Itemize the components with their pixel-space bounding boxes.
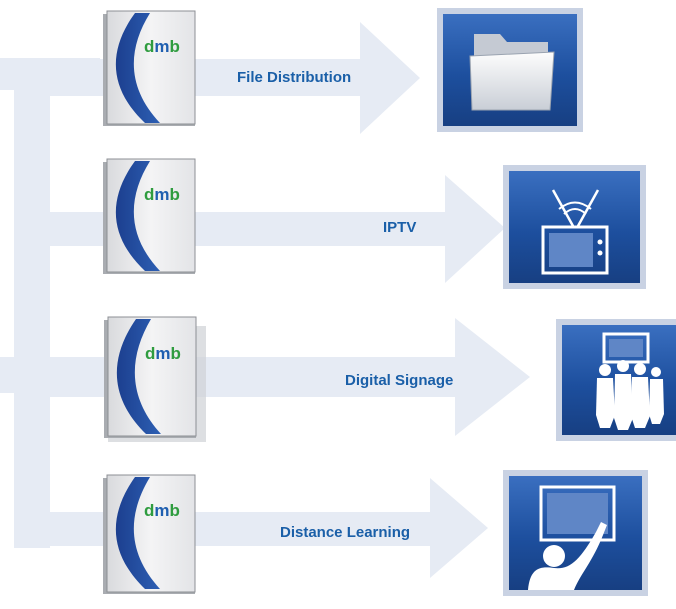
label-file-distribution: File Distribution bbox=[237, 69, 352, 86]
dmb-device-box-4: dmb bbox=[103, 474, 196, 594]
branch-arrow-digital-signage bbox=[50, 318, 530, 436]
dmb-device-box-3: dmb bbox=[104, 316, 206, 442]
svg-text:dmb: dmb bbox=[144, 185, 180, 204]
svg-text:dmb: dmb bbox=[144, 37, 180, 56]
svg-text:dmb: dmb bbox=[145, 344, 181, 363]
folder-icon bbox=[437, 8, 583, 132]
label-iptv: IPTV bbox=[383, 219, 417, 236]
label-distance-learning: Distance Learning bbox=[280, 524, 411, 541]
branch-arrow-distance-learning bbox=[50, 478, 488, 578]
svg-text:dmb: dmb bbox=[144, 501, 180, 520]
digital-signage-audience-icon bbox=[556, 319, 676, 441]
dmb-device-box-2: dmb bbox=[103, 158, 196, 274]
dmb-device-box-1: dmb bbox=[103, 10, 196, 126]
label-digital-signage: Digital Signage bbox=[345, 372, 454, 389]
branch-arrow-iptv bbox=[50, 175, 505, 283]
television-icon bbox=[503, 165, 646, 289]
distance-learning-icon bbox=[503, 470, 648, 596]
trunk-arrow bbox=[0, 58, 100, 548]
branch-arrow-file-distribution bbox=[50, 22, 420, 134]
